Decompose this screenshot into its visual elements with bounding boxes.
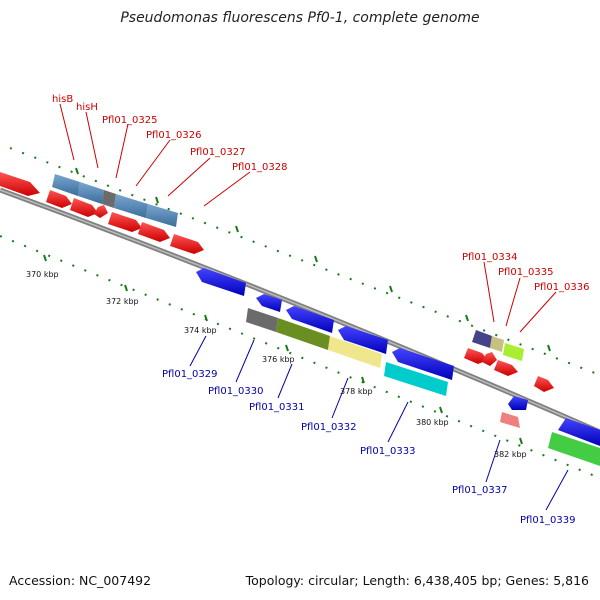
- kbp-label: 382 kbp: [494, 450, 527, 459]
- gene-Pfl01_0326: [114, 194, 148, 218]
- gene-arrow: [108, 212, 142, 232]
- gene-Pfl01_0325: [102, 190, 116, 208]
- gene-labels-top: hisB hisH Pfl01_0325 Pfl01_0326 Pfl01_03…: [52, 94, 590, 293]
- reverse-strand-features: [196, 268, 600, 466]
- gene-arrow: [286, 306, 334, 333]
- gene-arrow: [70, 198, 98, 217]
- kbp-label: 378 kbp: [340, 387, 373, 396]
- gene-label: Pfl01_0336: [534, 282, 590, 293]
- gene-arrow: [46, 190, 72, 208]
- kbp-label: 372 kbp: [106, 297, 139, 306]
- gene-label: Pfl01_0335: [498, 267, 554, 278]
- kbp-labels: 370 kbp 372 kbp 374 kbp 376 kbp 378 kbp …: [26, 270, 527, 459]
- gene-Pfl01_0339: [548, 432, 600, 466]
- gene-Pfl01_0327: [146, 204, 178, 227]
- kbp-label: 370 kbp: [26, 270, 59, 279]
- gene-arrow: [482, 352, 497, 366]
- gene-label: Pfl01_0328: [232, 162, 288, 173]
- major-ticks: [43, 167, 551, 445]
- kbp-label: 380 kbp: [416, 418, 449, 427]
- gene-label: Pfl01_0332: [301, 422, 357, 433]
- gene-label: Pfl01_0330: [208, 386, 264, 397]
- gene-Pfl01_0337: [500, 412, 520, 428]
- forward-strand-features: [0, 172, 554, 392]
- gene-Pfl01_0334: [472, 330, 492, 348]
- gene-Pfl01_0333: [384, 362, 448, 396]
- gene-label: Pfl01_0334: [462, 252, 518, 263]
- gene-Pfl01_0328: [170, 234, 204, 254]
- gene-label: Pfl01_0339: [520, 515, 576, 526]
- gene-hisH: [78, 182, 104, 204]
- gene-arrow: [392, 348, 454, 380]
- gene-arrow: [534, 376, 554, 392]
- leader-lines-top: [59, 103, 557, 333]
- gene-label: Pfl01_0337: [452, 485, 508, 496]
- gene-Pfl01_0330: [246, 308, 278, 332]
- map-title: Pseudomonas fluorescens Pf0-1, complete …: [120, 10, 480, 26]
- gene-label: Pfl01_0325: [102, 115, 158, 126]
- topology-text: Topology: circular; Length: 6,438,405 bp…: [245, 573, 589, 588]
- gene-label: Pfl01_0329: [162, 369, 218, 380]
- gene-arrow: [94, 205, 108, 218]
- gene-label: hisB: [52, 94, 73, 105]
- gene-arrow: [0, 172, 40, 196]
- gene-label: hisH: [76, 102, 98, 113]
- gene-label: Pfl01_0331: [249, 402, 305, 413]
- gene-Pfl01_0335: [490, 336, 504, 352]
- gene-arrow: [558, 418, 600, 446]
- gene-Pfl01_0332: [328, 336, 382, 368]
- gene-arrow: [196, 268, 246, 296]
- gene-arrow: [138, 222, 170, 242]
- kbp-label: 376 kbp: [262, 355, 295, 364]
- gene-arrow: [256, 294, 282, 312]
- tick-track-outer: [9, 147, 600, 376]
- gene-Pfl01_0331: [276, 318, 330, 350]
- accession-text: Accession: NC_007492: [9, 573, 152, 588]
- gene-arrow: [508, 396, 528, 410]
- gene-label: Pfl01_0333: [360, 446, 416, 457]
- gene-labels-bottom: Pfl01_0329 Pfl01_0330 Pfl01_0331 Pfl01_0…: [162, 369, 576, 526]
- gene-arrow: [464, 348, 488, 364]
- gene-hisB: [52, 174, 80, 196]
- gene-arrow: [494, 360, 518, 376]
- kbp-label: 374 kbp: [184, 326, 217, 335]
- leader-lines-bottom: [189, 335, 569, 511]
- gene-label: Pfl01_0327: [190, 147, 246, 158]
- gene-label: Pfl01_0326: [146, 130, 202, 141]
- gene-arrow: [338, 326, 388, 354]
- gene-Pfl01_0336: [503, 343, 524, 361]
